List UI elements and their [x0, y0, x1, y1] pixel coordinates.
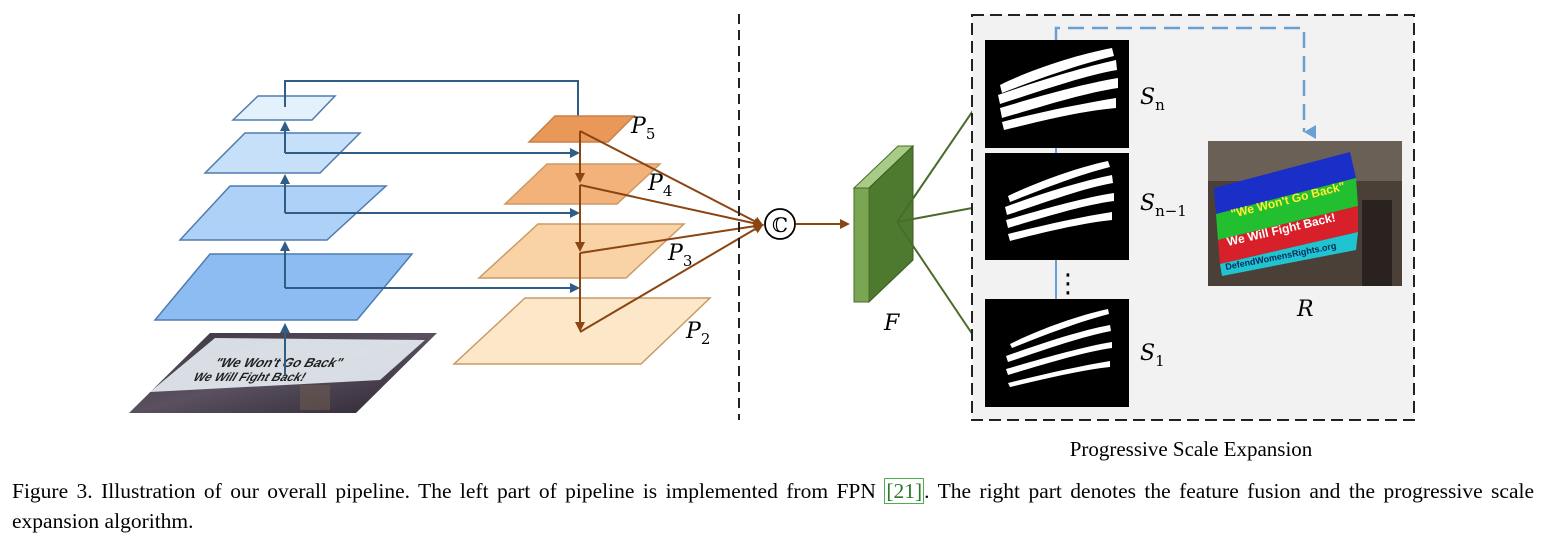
- svg-text:P3: P3: [667, 241, 692, 270]
- svg-text:P5: P5: [630, 114, 655, 143]
- kernel-labels: Sn Sn−1 S1: [1140, 85, 1187, 370]
- top-down-arrows: [575, 130, 850, 333]
- P3-layer: [477, 223, 686, 279]
- blue-layer-3: [203, 132, 362, 174]
- input-photo-text-1: "We Won't Go Back": [212, 355, 347, 370]
- svg-text:Sn−1: Sn−1: [1140, 191, 1187, 220]
- blue-layer-1: [153, 253, 414, 321]
- blue-layer-2: [178, 185, 388, 241]
- fused-label: F: [883, 311, 900, 336]
- P4-label: P: [647, 171, 664, 196]
- result-image: "We Won't Go Back" We Will Fight Back! D…: [1208, 141, 1402, 286]
- bottom-up-pyramid: [153, 95, 414, 321]
- caption-text-start: Figure 3. Illustration of our overall pi…: [12, 479, 885, 503]
- P5-label: P: [630, 114, 647, 139]
- kernel-map-Sn: [985, 40, 1129, 148]
- svg-text:P2: P2: [685, 319, 710, 348]
- svg-text:Sn: Sn: [1140, 85, 1165, 114]
- pse-title: Progressive Scale Expansion: [1070, 437, 1313, 461]
- svg-text:S1: S1: [1140, 341, 1165, 370]
- input-photo-text-2: We Will Fight Back!: [190, 370, 309, 384]
- P3-label: P: [667, 241, 684, 266]
- fused-feature-block: [852, 144, 915, 304]
- Sn-label: S: [1140, 85, 1155, 110]
- P2-label: P: [685, 319, 702, 344]
- Sn-1-label: S: [1140, 191, 1155, 216]
- svg-text:P4: P4: [647, 171, 672, 200]
- figure-caption: Figure 3. Illustration of our overall pi…: [12, 476, 1534, 536]
- concat-symbol: ℂ: [772, 213, 788, 237]
- P5-layer: [527, 115, 636, 143]
- kernel-arrows: [896, 94, 985, 352]
- input-image: "We Won't Go Back" We Will Fight Back!: [129, 333, 437, 413]
- S1-label: S: [1140, 341, 1155, 366]
- result-label: R: [1296, 297, 1314, 322]
- citation-link[interactable]: [21]: [884, 478, 925, 504]
- kernel-map-Sn-1: [985, 153, 1129, 260]
- caption-text-end: . The right part denotes the feature fus…: [12, 479, 1535, 533]
- concat-node: ℂ: [764, 208, 796, 240]
- blue-layer-4: [231, 95, 337, 121]
- vertical-ellipsis: ⋮: [1055, 269, 1081, 299]
- bottom-up-arrows: [280, 80, 583, 375]
- pyramid-labels: P5 P4 P3 P2: [630, 114, 710, 348]
- kernel-map-S1: [985, 299, 1129, 407]
